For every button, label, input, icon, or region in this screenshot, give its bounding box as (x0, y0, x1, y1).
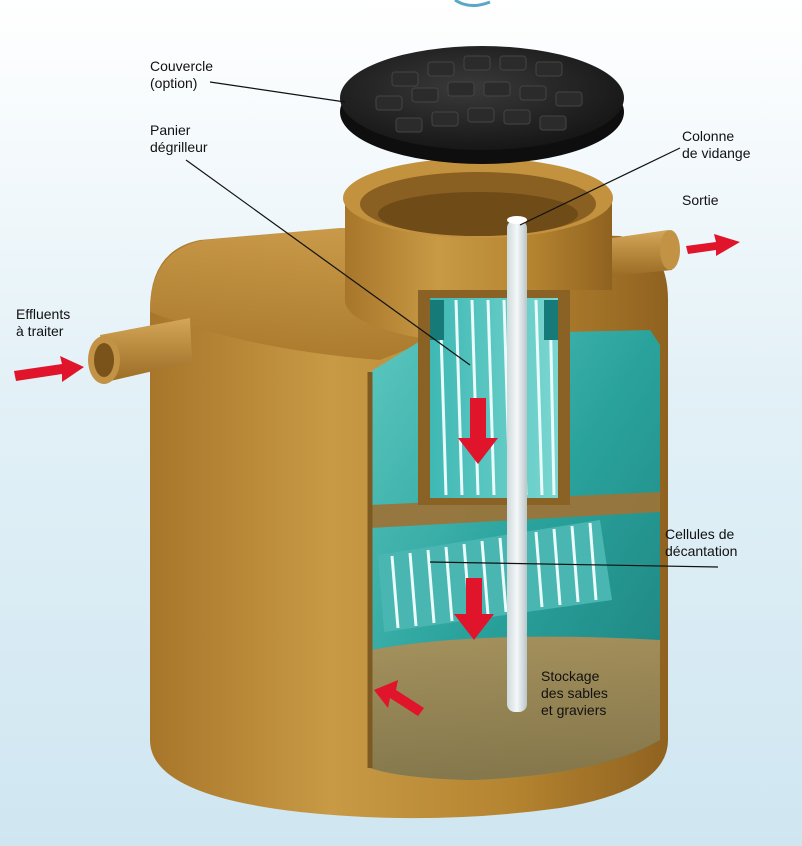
basket-handle-left (430, 300, 444, 340)
drain-pipe-top (507, 216, 527, 224)
label-couvercle: Couvercle (option) (150, 58, 214, 91)
lid-pattern (375, 55, 583, 133)
inlet-pipe (88, 318, 192, 384)
label-sortie: Sortie (682, 192, 719, 208)
drain-pipe (507, 220, 527, 712)
top-swoosh (454, 0, 491, 7)
outlet-opening (660, 230, 680, 270)
label-colonne: Colonne de vidange (682, 128, 751, 161)
lid (340, 46, 624, 164)
cells-down-arrow (454, 578, 494, 640)
grid-basket (418, 290, 570, 505)
leader-lines (185, 81, 719, 568)
leader-colonne (519, 147, 681, 226)
basket-down-arrow (458, 398, 498, 464)
inlet-arrow (14, 356, 84, 382)
cells-block (378, 520, 612, 632)
tank-top-surface (150, 228, 430, 360)
leader-couvercle (209, 81, 346, 103)
label-cellules: Cellules de décantation (665, 526, 738, 559)
label-stockage: Stockage des sables et graviers (541, 668, 608, 718)
outlet-arrow (686, 234, 740, 256)
leader-cellules (429, 561, 719, 568)
leader-panier (185, 159, 471, 366)
outlet-pipe (612, 230, 680, 276)
label-effluents: Effluents à traiter (16, 306, 71, 339)
tank-neck (343, 158, 613, 340)
basket-handle-right (544, 300, 558, 340)
neck-inner-shade (378, 192, 578, 236)
label-panier: Panier dégrilleur (150, 122, 208, 155)
drain-column (507, 216, 527, 712)
sand-arrow (374, 680, 424, 716)
flow-arrows (14, 234, 740, 716)
